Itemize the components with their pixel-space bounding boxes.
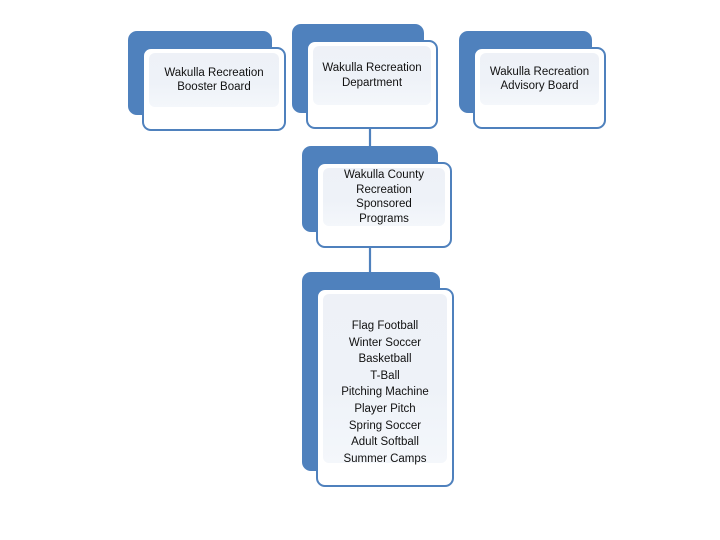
node-programs-list[interactable]: Flag Football Winter Soccer Basketball T… [302,272,454,487]
node-recreation-department[interactable]: Wakulla Recreation Department [292,24,438,129]
card-front: Wakulla County Recreation Sponsored Prog… [316,162,452,248]
card-panel: Wakulla Recreation Department [313,46,431,105]
node-label: Wakulla Recreation Booster Board [164,66,264,94]
card-panel: Wakulla County Recreation Sponsored Prog… [323,168,445,226]
node-label: Wakulla County Recreation Sponsored Prog… [343,169,425,225]
card-panel: Wakulla Recreation Booster Board [149,53,279,107]
card-front: Wakulla Recreation Advisory Board [473,47,606,129]
card-panel: Wakulla Recreation Advisory Board [480,53,599,105]
node-sponsored-programs[interactable]: Wakulla County Recreation Sponsored Prog… [302,146,452,248]
programs-list-label: Flag Football Winter Soccer Basketball T… [341,320,429,465]
card-panel: Flag Football Winter Soccer Basketball T… [323,294,447,465]
node-advisory-board[interactable]: Wakulla Recreation Advisory Board [459,31,606,129]
card-front: Wakulla Recreation Department [306,40,438,129]
card-front: Flag Football Winter Soccer Basketball T… [316,288,454,487]
node-label: Wakulla Recreation Department [322,62,422,89]
card-front: Wakulla Recreation Booster Board [142,47,286,131]
node-booster-board[interactable]: Wakulla Recreation Booster Board [128,31,286,131]
node-label: Wakulla Recreation Advisory Board [489,65,590,93]
